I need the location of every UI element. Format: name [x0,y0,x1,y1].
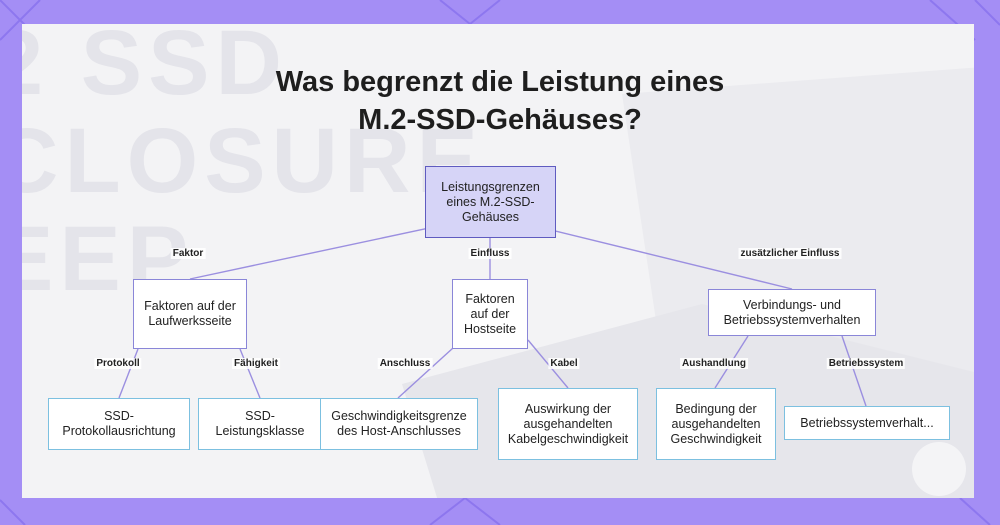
node-host-factors: Faktoren auf der Hostseite [452,279,528,349]
edge-drive-class [239,348,261,399]
edge-label-aushandlung: Aushandlung [680,358,748,369]
logo-badge [912,442,966,496]
edge-drive-protocol [118,348,139,399]
node-ssd-protocol: SSD-Protokollausrichtung [48,398,190,450]
node-root: Leistungsgrenzen eines M.2-SSD-Gehäuses [425,166,556,238]
node-host-speed-limit: Geschwindigkeitsgrenze des Host-Anschlus… [320,398,478,450]
page-title-line1: Was begrenzt die Leistung eines [275,66,725,98]
edge-label-betriebssystem: Betriebssystem [826,358,906,369]
edge-label-einfluss: Einfluss [468,248,512,259]
node-connection-os: Verbindungs- und Betriebssystemverhalten [708,289,876,336]
node-negotiated-speed: Bedingung der ausgehandelten Geschwindig… [656,388,776,460]
page-title-line2: M.2-SSD-Gehäuses? [358,104,642,136]
background-watermark-text: 2 SSD CLOSURE EEP [22,24,484,310]
node-ssd-class: SSD-Leistungsklasse [198,398,322,450]
node-cable-speed: Auswirkung der ausgehandelten Kabelgesch… [498,388,638,460]
node-os-behavior: Betriebssystemverhalt... [784,406,950,440]
edge-label-faehigkeit: Fähigkeit [232,358,280,369]
edge-label-zusatz: zusätzlicher Einfluss [738,248,842,259]
node-drive-factors: Faktoren auf der Laufwerksseite [133,279,247,349]
edge-label-protokoll: Protokoll [94,358,142,369]
edge-label-kabel: Kabel [548,358,580,369]
edge-conn-os [841,335,867,407]
edge-host-speed [397,347,454,399]
edge-label-faktor: Faktor [170,248,206,259]
edge-label-anschluss: Anschluss [377,358,433,369]
edge-host-cable [527,339,569,389]
